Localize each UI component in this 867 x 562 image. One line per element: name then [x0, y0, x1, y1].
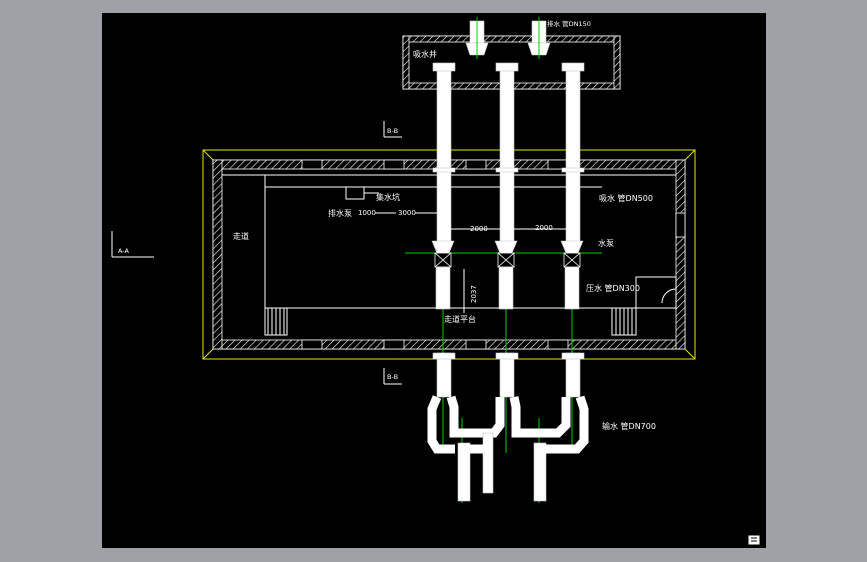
dim-2037: 2037 [470, 285, 478, 303]
ucs-corner-icon [747, 534, 761, 546]
suction-pipe-dn150-label: 排水 管DN150 [547, 19, 591, 28]
dim-2000-b: 2000 [535, 224, 553, 232]
corridor-platform-label: 走道平台 [444, 314, 476, 324]
pressure-pipes-dn300 [435, 266, 580, 313]
sump-pit [345, 186, 379, 200]
suction-well-label: 吸水井 [413, 49, 437, 59]
outlet-pipes-dn700 [427, 352, 589, 502]
pump-2 [494, 240, 518, 268]
sump-pit-label: 集水坑 [376, 192, 400, 202]
suction-pipe-dn500-label: 吸水 管DN500 [599, 193, 653, 203]
pump-1 [431, 240, 455, 268]
pressure-pipe-dn300-label: 压水 管DN300 [586, 283, 640, 293]
dim-1000: 1000 [358, 209, 376, 217]
section-bb-top: B-B [387, 127, 398, 135]
dim-2000-a: 2000 [470, 225, 488, 233]
cad-viewport[interactable]: 吸水井 排水 管DN150 [102, 13, 766, 548]
dim-3000: 3000 [398, 209, 416, 217]
corridor-label: 走道 [233, 231, 249, 241]
inlet-pipes-dn150 [465, 17, 551, 59]
section-aa: A-A [118, 247, 130, 255]
water-pump-label: 水泵 [598, 238, 614, 248]
pump-station-plan-drawing: 吸水井 排水 管DN150 [111, 17, 696, 503]
drain-pump-label: 排水泵 [328, 208, 352, 218]
suction-pipes-dn500 [432, 62, 585, 244]
pump-3 [560, 240, 584, 268]
pumps [431, 240, 584, 268]
outlet-pipe-dn700-label: 输水 管DN700 [602, 421, 656, 431]
section-bb-bottom: B-B [387, 373, 398, 381]
